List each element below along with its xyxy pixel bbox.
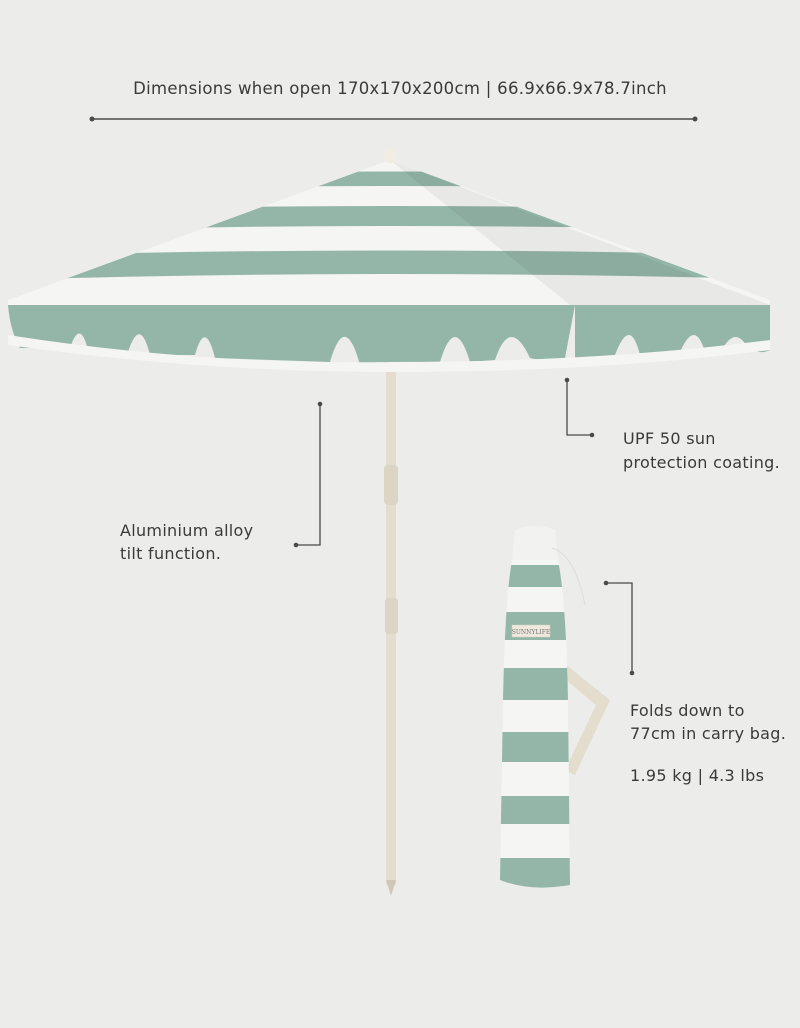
- pole-callout-line1: Aluminium alloy: [120, 521, 254, 540]
- pole-callout-line2: tilt function.: [120, 544, 222, 563]
- bag-callout-line1: Folds down to: [630, 701, 745, 720]
- callout-lines: [296, 380, 633, 673]
- bag-weight: 1.95 kg | 4.3 lbs: [630, 766, 765, 785]
- umbrella-canopy: [8, 149, 770, 372]
- umbrella-pole: [384, 355, 398, 896]
- carry-bag: SUNNYLIFE: [500, 526, 610, 888]
- dimension-line: [89, 116, 698, 122]
- canopy-callout-line1: UPF 50 sun: [623, 429, 716, 448]
- bag-callout-line2: 77cm in carry bag.: [630, 724, 787, 743]
- canopy-callout-line2: protection coating.: [623, 453, 781, 472]
- bag-brand-label: SUNNYLIFE: [512, 629, 551, 636]
- dimensions-heading: Dimensions when open 170x170x200cm | 66.…: [133, 79, 667, 98]
